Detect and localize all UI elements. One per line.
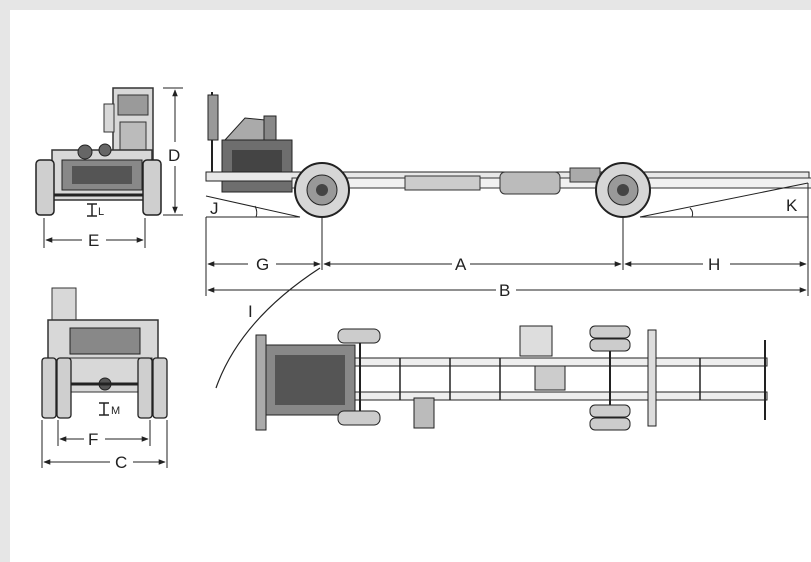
label-e: E [88,231,99,250]
label-a: A [455,255,467,274]
label-d: D [168,146,180,165]
side-view [205,92,811,296]
label-j: J [210,199,219,218]
label-g: G [256,255,269,274]
label-m: M [111,405,120,417]
label-f: F [88,430,98,449]
front-view [35,87,183,248]
label-b: B [499,281,510,300]
label-i: I [248,302,253,321]
label-h: H [708,255,720,274]
dimension-labels: D E L F C M J K G A H B I [88,146,798,472]
rear-view [41,287,168,468]
top-view [215,267,768,431]
label-c: C [115,453,127,472]
label-l: L [98,206,104,218]
label-k: K [786,196,798,215]
